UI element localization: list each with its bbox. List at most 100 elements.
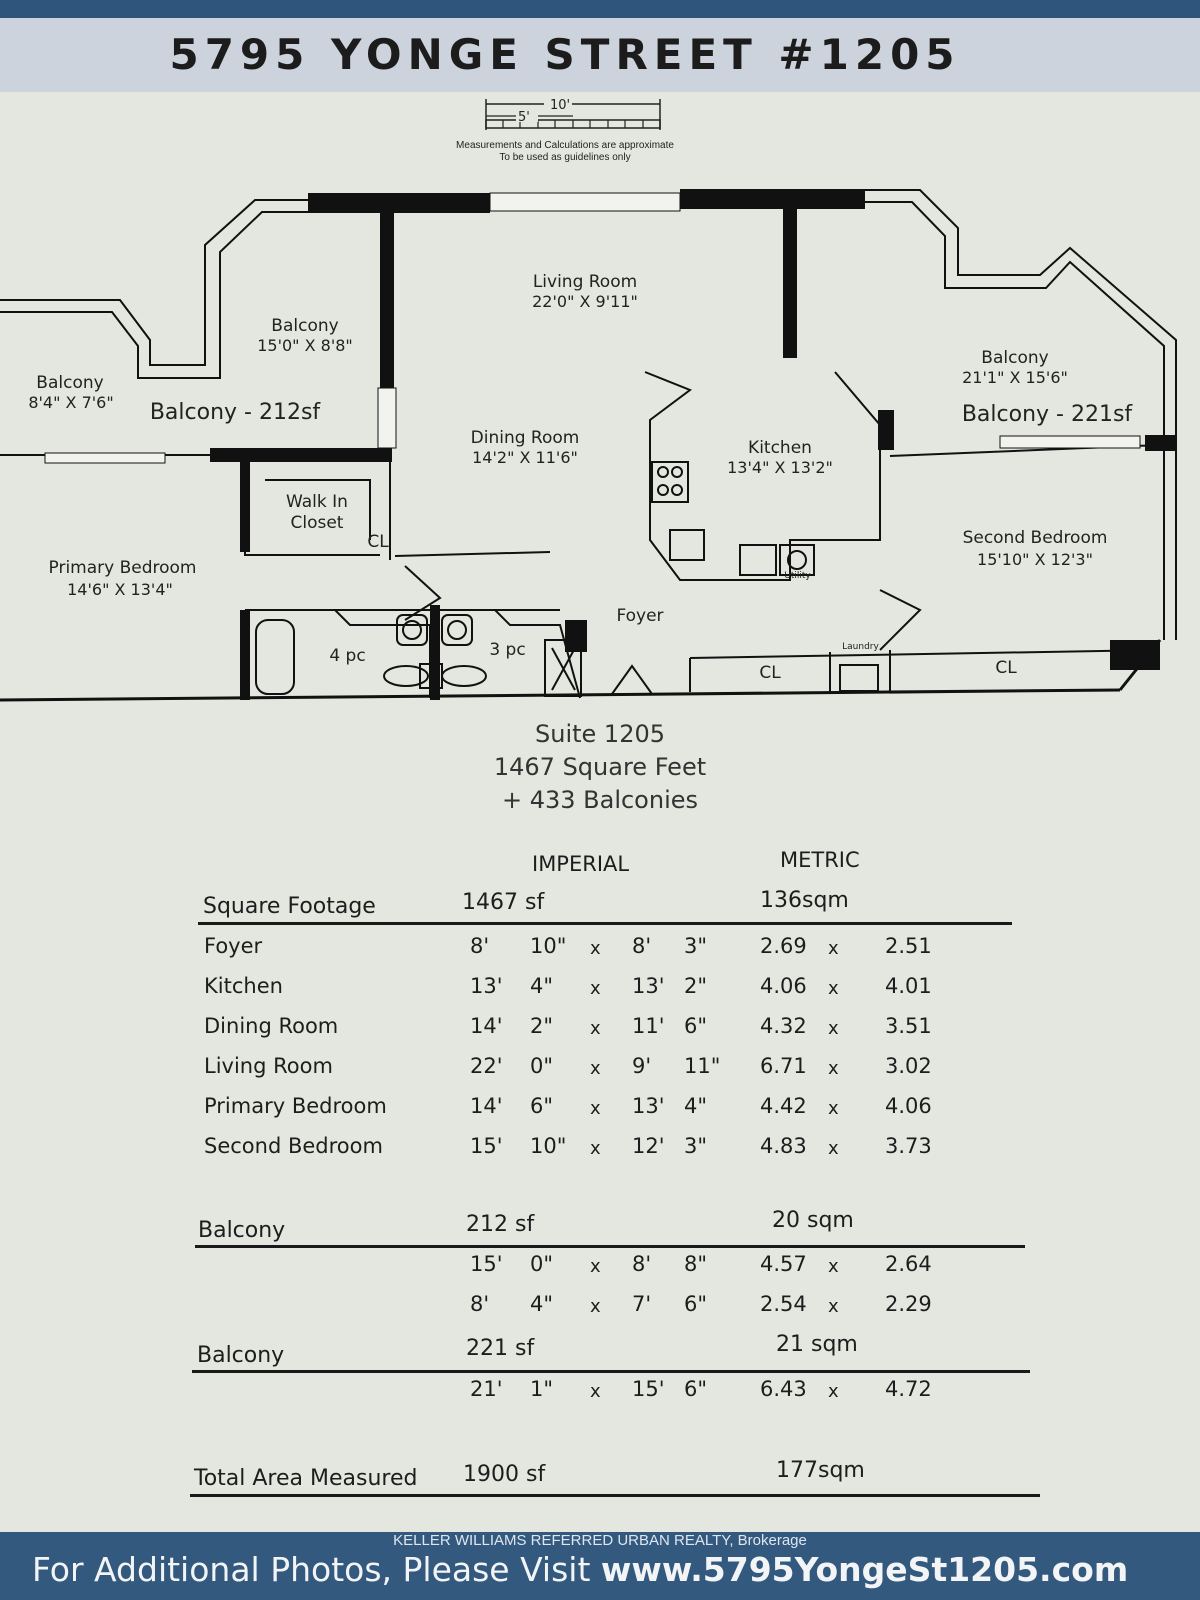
- balcony1-row-0-in-b: 8": [684, 1252, 708, 1276]
- room-row-2-metric-a: 4.32: [760, 1014, 807, 1038]
- floor-plan-drawing: [0, 189, 1177, 702]
- room-row-0-ft-a: 8': [470, 934, 490, 958]
- utility-label: Utility: [784, 571, 811, 581]
- balcony-a-dim: 15'0" X 8'8": [257, 336, 353, 355]
- foyer-label: Foyer: [616, 606, 664, 626]
- room-row-3-metric-x: x: [828, 1058, 839, 1079]
- room-row-5-metric-x: x: [828, 1138, 839, 1159]
- room-row-5-metric-b: 3.73: [885, 1134, 932, 1158]
- room-row-0-ft-b: 8': [632, 934, 652, 958]
- scale-note-line2: To be used as guidelines only: [499, 152, 631, 163]
- total-imperial: 1900 sf: [463, 1462, 546, 1487]
- room-row-1-ft-a: 13': [470, 974, 503, 998]
- balcony-a-label: Balcony: [271, 316, 339, 336]
- balcony2-row-0-ft-a: 21': [470, 1377, 503, 1401]
- balcony2-label: Balcony: [197, 1343, 285, 1368]
- balcony1-row-1-metric-b: 2.29: [885, 1292, 932, 1316]
- metric-header: METRIC: [780, 848, 860, 872]
- scale-small-label: 5': [518, 110, 530, 125]
- room-row-3-metric-b: 3.02: [885, 1054, 932, 1078]
- visit-line: For Additional Photos, Please Visit www.…: [32, 1550, 1128, 1589]
- room-row-3-metric-a: 6.71: [760, 1054, 807, 1078]
- title-band: [0, 18, 1200, 92]
- room-row-3-ft-b: 9': [632, 1054, 652, 1078]
- balcony-left-total: Balcony - 212sf: [149, 400, 321, 425]
- room-row-1-metric-a: 4.06: [760, 974, 807, 998]
- room-row-5-ft-b: 12': [632, 1134, 665, 1158]
- balcony2-row-0-in-b: 6": [684, 1377, 708, 1401]
- balcony-b-dim: 8'4" X 7'6": [28, 393, 114, 412]
- primary-bedroom-label: Primary Bedroom: [48, 558, 197, 578]
- balcony-right-outline: [865, 189, 1177, 640]
- room-row-5-in-b: 3": [684, 1134, 708, 1158]
- room-row-3-x: x: [590, 1058, 601, 1079]
- scale-note: Measurements and Calculations are approx…: [430, 140, 700, 164]
- room-row-1-ft-b: 13': [632, 974, 665, 998]
- room-row-1-metric-x: x: [828, 978, 839, 999]
- room-row-4-ft-b: 13': [632, 1094, 665, 1118]
- room-row-3-in-a: 0": [530, 1054, 554, 1078]
- balcony1-row-0-ft-b: 8': [632, 1252, 652, 1276]
- balcony2-row-0-metric-a: 6.43: [760, 1377, 807, 1401]
- dining-room-dim: 14'2" X 11'6": [472, 448, 578, 467]
- suite-number: Suite 1205: [535, 720, 665, 748]
- suite-square-feet: 1467 Square Feet: [493, 753, 707, 781]
- balcony2-imperial: 221 sf: [466, 1336, 535, 1361]
- wall-top-right: [680, 189, 865, 209]
- table-rule: [198, 922, 1012, 925]
- balcony1-row-1-ft-a: 8': [470, 1292, 490, 1316]
- website-link[interactable]: www.5795YongeSt1205.com: [600, 1550, 1129, 1589]
- room-row-3-ft-a: 22': [470, 1054, 503, 1078]
- closet-cl-label-2: CL: [759, 663, 781, 683]
- top-bar: [0, 0, 1200, 18]
- dining-room-label: Dining Room: [470, 428, 580, 448]
- room-row-5-in-a: 10": [530, 1134, 567, 1158]
- room-row-4-in-b: 4": [684, 1094, 708, 1118]
- closet-cl-label-1: CL: [367, 532, 389, 552]
- room-row-2-metric-b: 3.51: [885, 1014, 932, 1038]
- walk-in-closet-label: Walk In: [286, 492, 348, 512]
- total-label: Total Area Measured: [194, 1466, 418, 1491]
- room-row-4-x: x: [590, 1098, 601, 1119]
- room-row-5-x: x: [590, 1138, 601, 1159]
- page-title: 5795 YONGE STREET #1205: [169, 30, 961, 79]
- kitchen-label: Kitchen: [748, 438, 812, 458]
- imperial-header: IMPERIAL: [532, 852, 630, 876]
- room-row-2-name: Dining Room: [204, 1014, 339, 1038]
- room-row-0-metric-a: 2.69: [760, 934, 807, 958]
- primary-bedroom-dim: 14'6" X 13'4": [67, 580, 173, 599]
- table-rule: [195, 1245, 1025, 1248]
- balcony1-imperial: 212 sf: [466, 1212, 535, 1237]
- balcony1-row-1-in-b: 6": [684, 1292, 708, 1316]
- room-row-5-metric-a: 4.83: [760, 1134, 807, 1158]
- room-row-0-in-a: 10": [530, 934, 567, 958]
- balcony-c-dim: 21'1" X 15'6": [962, 368, 1068, 387]
- footer-bar: [0, 1532, 1200, 1600]
- balcony2-metric: 21 sqm: [776, 1332, 858, 1357]
- balcony1-row-0-metric-b: 2.64: [885, 1252, 932, 1276]
- scale-bar: 10' 5': [485, 96, 661, 130]
- balcony2-row-0-ft-b: 15': [632, 1377, 665, 1401]
- balcony1-row-0-metric-a: 4.57: [760, 1252, 807, 1276]
- balcony1-row-1-metric-a: 2.54: [760, 1292, 807, 1316]
- room-row-3-name: Living Room: [204, 1054, 333, 1078]
- wall-top-left: [308, 193, 490, 213]
- room-row-2-ft-a: 14': [470, 1014, 503, 1038]
- closet-cl-label-3: CL: [995, 658, 1017, 678]
- square-footage-imperial: 1467 sf: [462, 890, 545, 915]
- scale-note-line1: Measurements and Calculations are approx…: [456, 140, 674, 151]
- visit-text: For Additional Photos, Please Visit: [32, 1550, 601, 1589]
- room-row-4-metric-a: 4.42: [760, 1094, 807, 1118]
- room-row-0-x: x: [590, 938, 601, 959]
- balcony1-row-1-metric-x: x: [828, 1296, 839, 1317]
- balcony1-row-0-ft-a: 15': [470, 1252, 503, 1276]
- balcony1-metric: 20 sqm: [772, 1208, 854, 1233]
- kitchen-dim: 13'4" X 13'2": [727, 458, 833, 477]
- laundry-label: Laundry: [842, 642, 879, 652]
- second-bedroom-dim: 15'10" X 12'3": [977, 550, 1093, 569]
- room-row-3-in-b: 11": [684, 1054, 721, 1078]
- bath-3pc-label: 3 pc: [489, 640, 526, 660]
- room-row-5-ft-a: 15': [470, 1134, 503, 1158]
- room-row-1-name: Kitchen: [204, 974, 283, 998]
